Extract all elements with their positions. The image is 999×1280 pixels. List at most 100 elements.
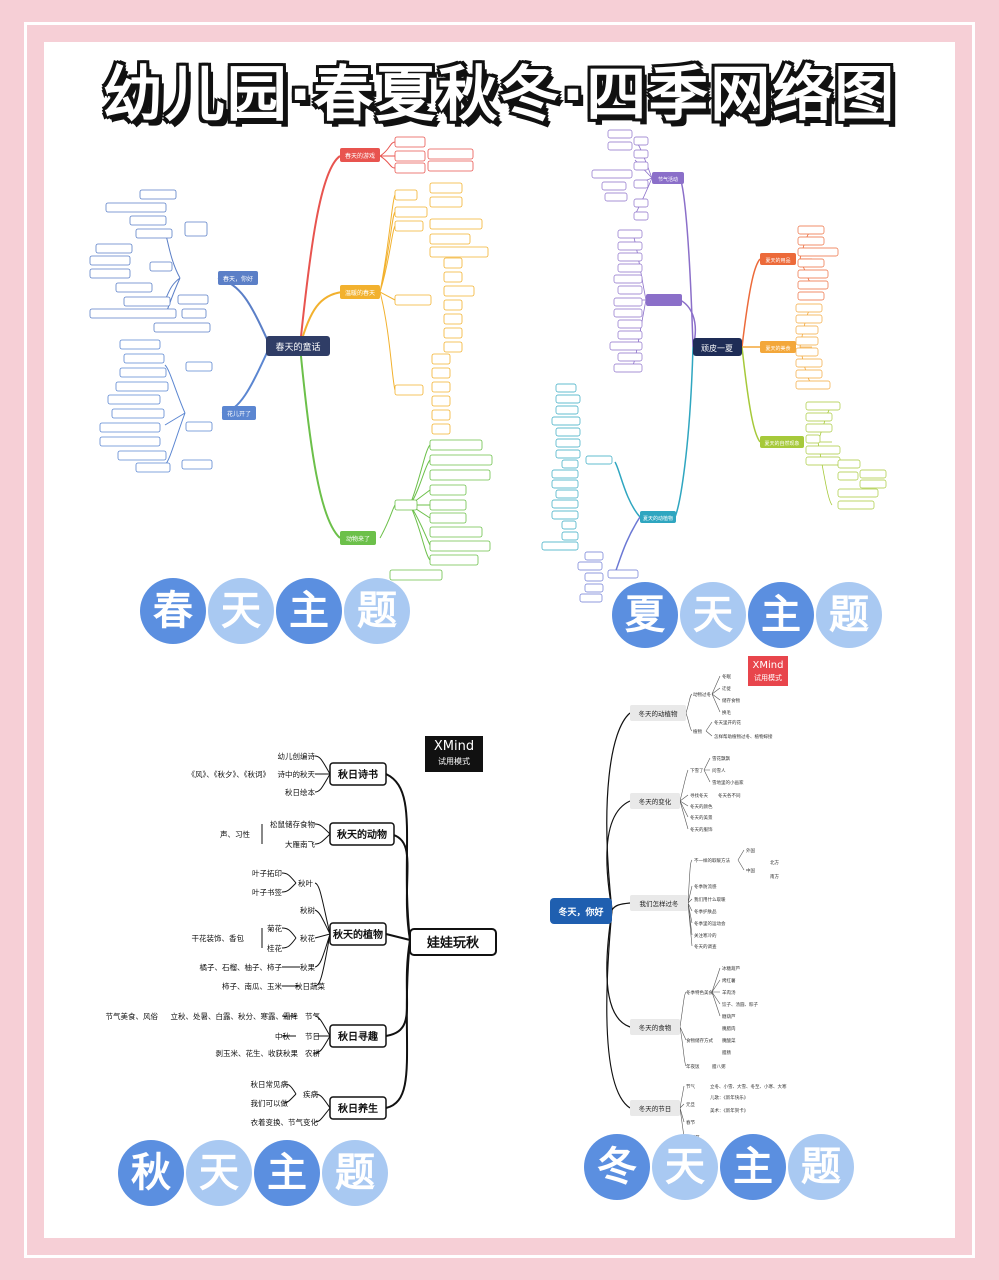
svg-text:北方: 北方: [770, 859, 779, 866]
summer-b2-node: [760, 253, 796, 265]
outer-frame: [24, 22, 975, 1258]
summer-b3-node: [760, 341, 796, 353]
svg-text:剥玉米、花生、收获秋果: 剥玉米、花生、收获秋果: [216, 1048, 299, 1058]
winter-badge-2: 天: [652, 1134, 718, 1200]
winter-badge-3: 主: [720, 1134, 786, 1200]
spring-b1-node: [340, 148, 380, 162]
svg-text:冬天的调查: 冬天的调查: [694, 943, 717, 950]
summer-badge-3: 主: [748, 582, 814, 648]
svg-text:羊肉汤: 羊肉汤: [722, 989, 736, 996]
svg-text:元旦: 元旦: [686, 1102, 695, 1108]
summer-b1-node: [652, 172, 684, 184]
summer-b3-label: 夏天的美食: [765, 345, 790, 352]
autumn-b3-label: 秋天的植物: [333, 928, 383, 941]
svg-text:腊肠: 腊肠: [722, 1049, 731, 1056]
svg-text:秋日常见病: 秋日常见病: [251, 1079, 289, 1089]
svg-text:声、习性: 声、习性: [220, 829, 250, 839]
spring-edge-2: [217, 277, 271, 347]
svg-text:冬季特色美食: 冬季特色美食: [686, 989, 713, 996]
svg-text:怎样帮助植物过冬、植物嫁接: 怎样帮助植物过冬、植物嫁接: [714, 733, 773, 740]
spring-badge-3: 主: [276, 578, 342, 644]
summer-b4-label: 夏天的自然现象: [764, 440, 799, 447]
summer-badge-4: 题: [816, 582, 882, 648]
svg-text:《风》、《秋夕》、《秋词》: 《风》、《秋夕》、《秋词》: [188, 769, 271, 779]
autumn-b2-label: 秋天的动物: [337, 828, 387, 841]
svg-text:中国: 中国: [746, 867, 755, 874]
svg-text:腌腊肉: 腌腊肉: [722, 1025, 736, 1032]
spring-edge-4: [221, 345, 271, 414]
svg-text:寻找冬天: 寻找冬天: [690, 792, 708, 799]
svg-text:叶子书签: 叶子书签: [252, 887, 282, 897]
svg-text:秋花: 秋花: [300, 933, 315, 943]
svg-text:立秋、处暑、白露、秋分、寒露、霜降: 立秋、处暑、白露、秋分、寒露、霜降: [171, 1011, 299, 1021]
svg-text:换毛: 换毛: [722, 709, 731, 716]
autumn-b1-label: 秋日诗书: [338, 768, 378, 781]
winter-branch-nodes: 冬天的动植物 冬天的变化 我们怎样过冬 冬天的食物 冬天的节日: [630, 705, 688, 1116]
svg-text:秋果: 秋果: [300, 962, 315, 972]
svg-text:秋树: 秋树: [300, 905, 315, 915]
svg-text:烤红薯: 烤红薯: [722, 977, 736, 984]
svg-text:冬天里开的花: 冬天里开的花: [714, 719, 741, 726]
svg-text:我们可以做: 我们可以做: [251, 1098, 289, 1108]
autumn-badge-4: 题: [322, 1140, 388, 1206]
autumn-b5-label: 秋日养生: [338, 1102, 378, 1115]
summer-badge-2: 天: [680, 582, 746, 648]
svg-text:腌酸菜: 腌酸菜: [722, 1037, 736, 1044]
svg-text:儿歌：《新年快乐》: 儿歌：《新年快乐》: [710, 1094, 748, 1101]
winter-badge-1: 冬: [584, 1134, 650, 1200]
autumn-center-node: [409, 928, 497, 956]
winter-leaf-labels: 动物过冬 植物 冬眠 迁徙 储存食物 换毛 冬天里开的花 怎样帮助植物过冬、植物…: [686, 673, 787, 1141]
svg-text:衣着变换、节气变化: 衣着变换、节气变化: [251, 1117, 319, 1127]
svg-text:节气美食、风俗: 节气美食、风俗: [106, 1011, 159, 1021]
autumn-center-label: 娃娃玩秋: [426, 935, 480, 951]
spring-b3-label: 温暖的春天: [345, 289, 375, 297]
svg-text:桂花: 桂花: [267, 943, 282, 953]
spring-b2-label: 春天，你好: [223, 275, 253, 283]
svg-text:美术：《新年贺卡》: 美术：《新年贺卡》: [710, 1107, 748, 1114]
summer-b5-label: 夏天的动植物: [643, 515, 673, 522]
svg-text:植物: 植物: [693, 728, 702, 735]
spring-center-node: [266, 336, 330, 356]
svg-text:冬天的颜色: 冬天的颜色: [690, 803, 713, 810]
autumn-badge-2: 天: [186, 1140, 252, 1206]
svg-text:橘子、石榴、柚子、柿子: 橘子、石榴、柚子、柿子: [200, 962, 283, 972]
spring-badge-1: 春: [140, 578, 206, 644]
svg-text:幼儿创编诗: 幼儿创编诗: [278, 751, 316, 761]
winter-b5-label: 冬天的节日: [639, 1104, 672, 1113]
svg-text:下雪了: 下雪了: [690, 767, 704, 774]
summer-b1b-node: [646, 294, 682, 306]
svg-text:动物过冬: 动物过冬: [693, 691, 711, 698]
summer-b1-label: 节气活动: [658, 176, 678, 183]
svg-text:我们用什么取暖: 我们用什么取暖: [694, 896, 726, 903]
svg-text:叶子拓印: 叶子拓印: [252, 868, 282, 878]
svg-text:关注寒冷的: 关注寒冷的: [694, 932, 717, 939]
svg-text:储存食物: 储存食物: [722, 697, 740, 704]
svg-text:节气: 节气: [305, 1011, 320, 1021]
summer-b2-label: 夏天的用品: [765, 257, 790, 264]
svg-text:冬季防流感: 冬季防流感: [694, 883, 717, 890]
svg-text:疾病: 疾病: [303, 1089, 318, 1099]
svg-text:腊八粥: 腊八粥: [712, 1063, 726, 1070]
spring-edge-5: [299, 345, 341, 539]
svg-text:农耕: 农耕: [305, 1048, 320, 1058]
svg-text:冰糖葫芦: 冰糖葫芦: [722, 965, 740, 972]
summer-center-label: 顽皮一夏: [701, 343, 733, 353]
winter-b4-label: 冬天的食物: [639, 1023, 672, 1032]
autumn-b4-label: 秋日寻趣: [338, 1030, 379, 1043]
svg-text:节日: 节日: [305, 1032, 320, 1041]
svg-text:糖葫芦: 糖葫芦: [722, 1013, 736, 1020]
svg-text:立冬、小雪、大雪、冬至、小寒、大寒: 立冬、小雪、大雪、冬至、小寒、大寒: [710, 1083, 787, 1090]
svg-text:饺子、汤圆、粽子: 饺子、汤圆、粽子: [722, 1001, 758, 1008]
xmind-watermark-winter: XMind 试用模式: [748, 656, 788, 686]
svg-text:南方: 南方: [770, 873, 779, 880]
svg-text:雪花飘飘: 雪花飘飘: [712, 755, 730, 762]
svg-text:雪地里的小画家: 雪地里的小画家: [712, 779, 744, 786]
svg-text:年夜饭: 年夜饭: [686, 1063, 700, 1070]
autumn-branch-nodes: 秋日诗书 秋天的动物 秋天的植物 秋日寻趣 秋日养生: [329, 762, 395, 1120]
spring-b4-node: [222, 406, 256, 420]
autumn-map: [385, 773, 411, 1109]
svg-text:迁徙: 迁徙: [722, 685, 731, 692]
svg-text:外国: 外国: [746, 847, 755, 854]
svg-text:问雪人: 问雪人: [712, 767, 726, 774]
